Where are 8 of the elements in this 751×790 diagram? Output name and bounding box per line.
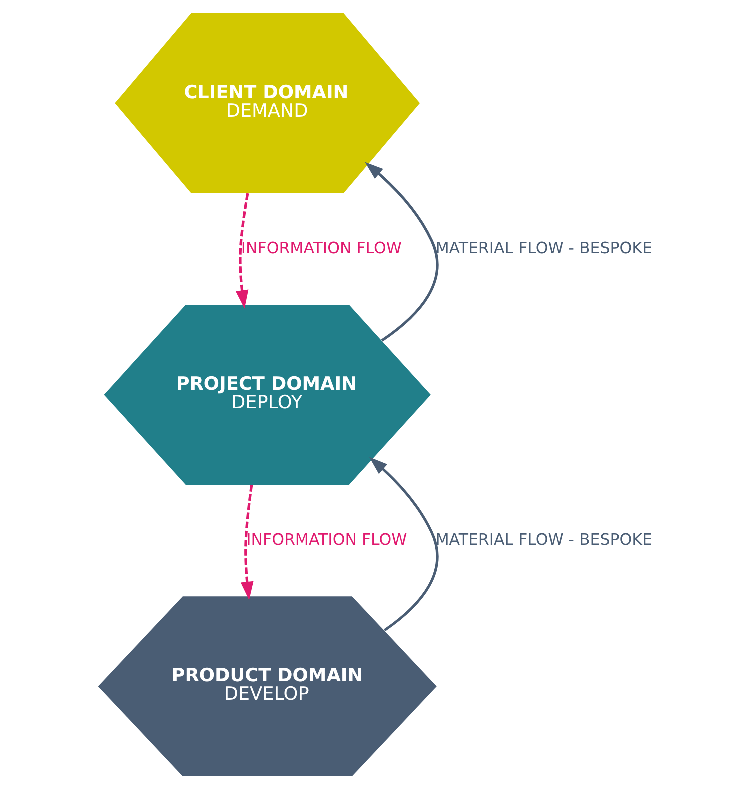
edge-label: MATERIAL FLOW - BESPOKE (435, 530, 652, 549)
edge-label: INFORMATION FLOW (240, 238, 402, 258)
edge-label: MATERIAL FLOW - BESPOKE (435, 238, 652, 258)
arrow (368, 457, 438, 632)
arrow (235, 193, 249, 309)
edge-label: INFORMATION FLOW (246, 530, 407, 549)
arrow (364, 162, 438, 342)
arrow (240, 485, 254, 600)
